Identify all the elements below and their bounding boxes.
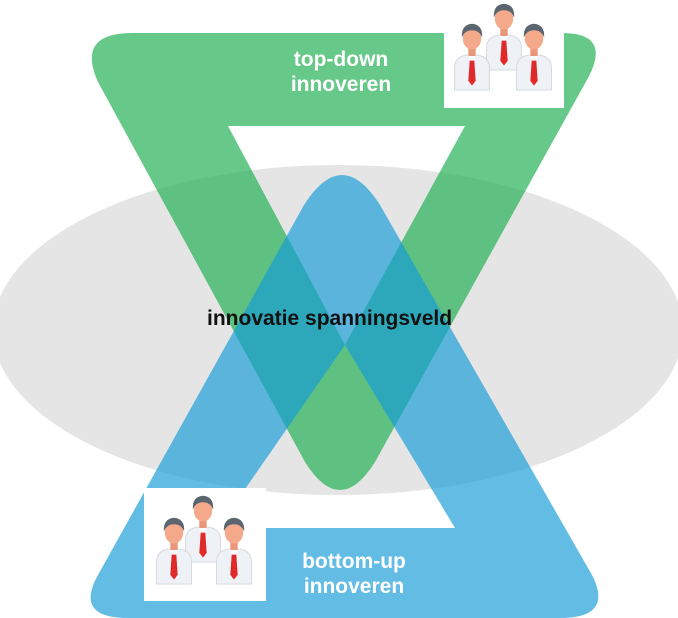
bottom-up-label-line1: bottom-up <box>302 550 406 573</box>
top-down-triangle <box>91 33 596 490</box>
bottom-up-label: bottom-up innoveren <box>279 549 429 599</box>
bottom-team-icon <box>144 488 266 601</box>
bottom-up-label-line2: innoveren <box>303 575 405 598</box>
top-team-icon <box>444 0 564 108</box>
top-down-label-line1: top-down <box>293 48 389 71</box>
top-down-label: top-down innoveren <box>266 47 416 97</box>
top-down-label-line2: innoveren <box>290 73 392 96</box>
center-label: innovatie spanningsveld <box>207 307 453 330</box>
